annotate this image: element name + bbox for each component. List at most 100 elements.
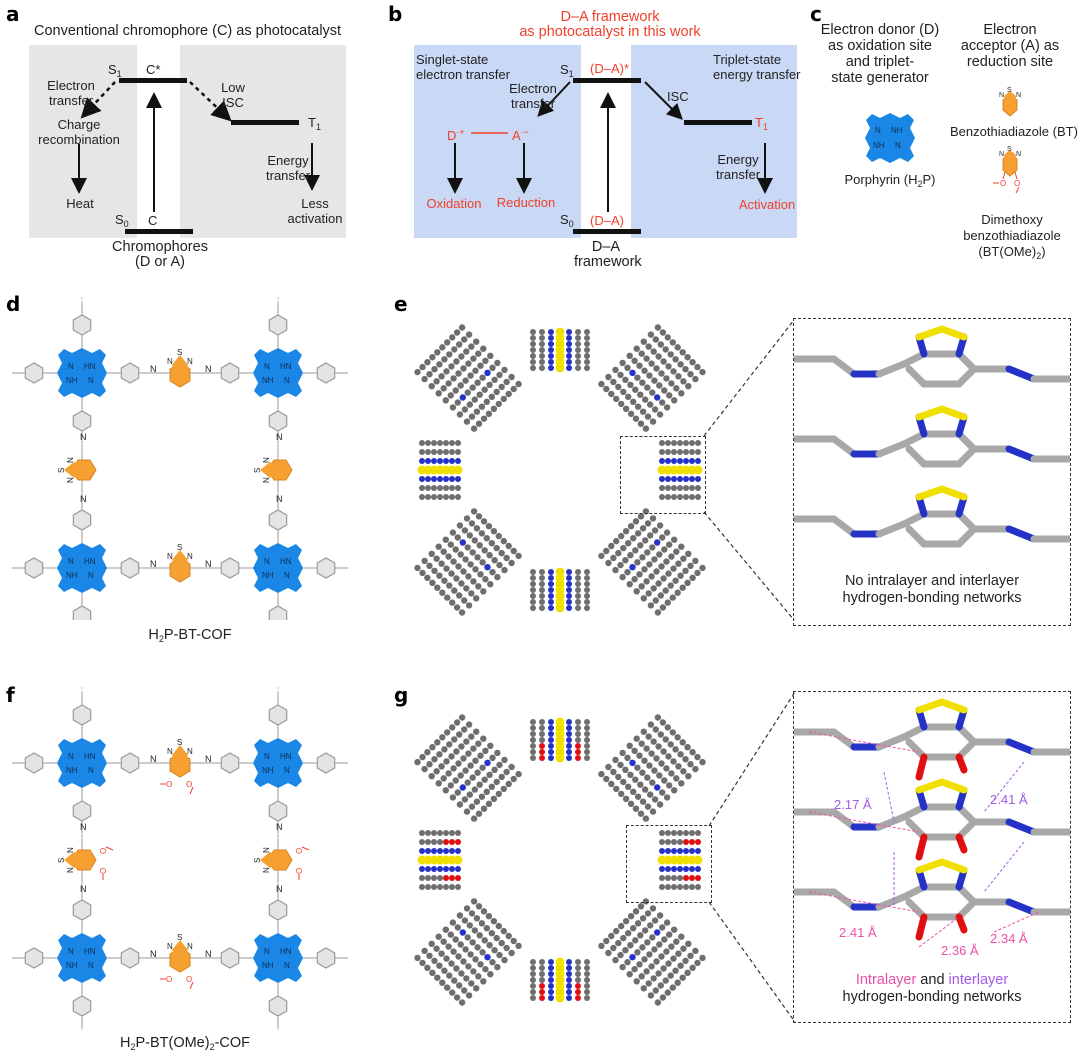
inset-g-caption: Intralayer and interlayer hydrogen-bondi…	[842, 972, 1022, 1005]
atom	[447, 931, 454, 938]
atom	[462, 767, 469, 774]
atom	[493, 388, 500, 396]
bond-stick	[900, 350, 928, 368]
atom	[442, 536, 449, 543]
atom	[648, 573, 655, 580]
atom	[447, 782, 454, 789]
atom	[639, 798, 647, 805]
atom	[598, 770, 605, 778]
atom	[677, 494, 683, 500]
atom	[566, 587, 572, 593]
atom	[575, 719, 581, 725]
atom	[663, 558, 670, 565]
atom	[622, 376, 629, 383]
svg-text:O: O	[295, 868, 304, 874]
atom	[440, 775, 447, 782]
atom	[494, 573, 501, 581]
atom	[474, 769, 481, 776]
atom	[665, 848, 671, 854]
atom	[457, 772, 464, 779]
atom	[669, 729, 676, 736]
svg-text:N: N	[150, 364, 157, 374]
atom	[689, 964, 696, 971]
svg-text:O: O	[186, 975, 192, 984]
atom	[637, 903, 645, 910]
atom	[683, 485, 689, 491]
atom	[654, 714, 662, 721]
atom	[640, 338, 647, 345]
atom	[419, 866, 425, 872]
atom	[452, 387, 459, 394]
atom	[647, 532, 654, 539]
atom	[455, 866, 461, 872]
atom	[440, 938, 447, 945]
phenyl-ring	[72, 899, 92, 921]
atom	[548, 725, 554, 731]
atom	[641, 757, 648, 764]
atom	[680, 768, 687, 775]
atom	[464, 934, 471, 941]
atom	[637, 391, 644, 398]
panel-label-c: c	[810, 2, 822, 26]
atom	[478, 793, 486, 800]
btome-icon: S N N O O	[993, 146, 1021, 194]
atom	[689, 449, 695, 455]
atom	[663, 765, 670, 772]
atom	[566, 335, 572, 341]
atom	[443, 758, 450, 765]
atom	[620, 544, 627, 552]
atom	[661, 936, 668, 943]
atom	[666, 541, 673, 548]
atom	[431, 830, 437, 836]
atom	[622, 405, 630, 412]
s0-label-b: S0	[560, 212, 574, 229]
atom	[649, 515, 657, 522]
atom	[655, 970, 662, 977]
atom	[685, 383, 692, 390]
atom	[639, 379, 646, 386]
atom	[435, 390, 442, 397]
atom	[470, 745, 477, 752]
atom	[640, 595, 647, 602]
atom	[467, 561, 474, 568]
atom	[617, 951, 624, 959]
atom	[437, 476, 443, 482]
atom	[470, 355, 477, 362]
atom	[584, 731, 590, 737]
atom	[699, 564, 706, 572]
atom	[425, 884, 431, 890]
atom	[461, 917, 469, 924]
atom	[449, 529, 457, 536]
atom	[627, 942, 634, 949]
atom	[654, 324, 662, 331]
atom	[682, 756, 689, 763]
atom	[481, 937, 488, 944]
bond-stick	[875, 813, 908, 831]
atom	[440, 385, 447, 392]
atom	[445, 380, 452, 387]
atom	[419, 959, 426, 967]
atom	[625, 393, 632, 400]
atom	[431, 458, 437, 464]
atom	[453, 719, 461, 726]
atom	[555, 363, 565, 373]
atom	[683, 449, 689, 455]
bond-stick	[830, 888, 858, 911]
atom	[677, 751, 684, 758]
svg-text:N: N	[150, 559, 157, 569]
atom	[655, 353, 662, 360]
phenyl-ring	[72, 995, 92, 1017]
atom	[470, 898, 478, 905]
atom	[584, 335, 590, 341]
atom	[455, 760, 462, 767]
atom	[485, 913, 493, 920]
atom	[500, 395, 507, 403]
atom	[453, 748, 460, 755]
atom	[671, 440, 677, 446]
atom	[431, 957, 438, 964]
atom	[450, 375, 457, 382]
atom	[633, 345, 640, 352]
svg-text:N: N	[264, 557, 270, 566]
